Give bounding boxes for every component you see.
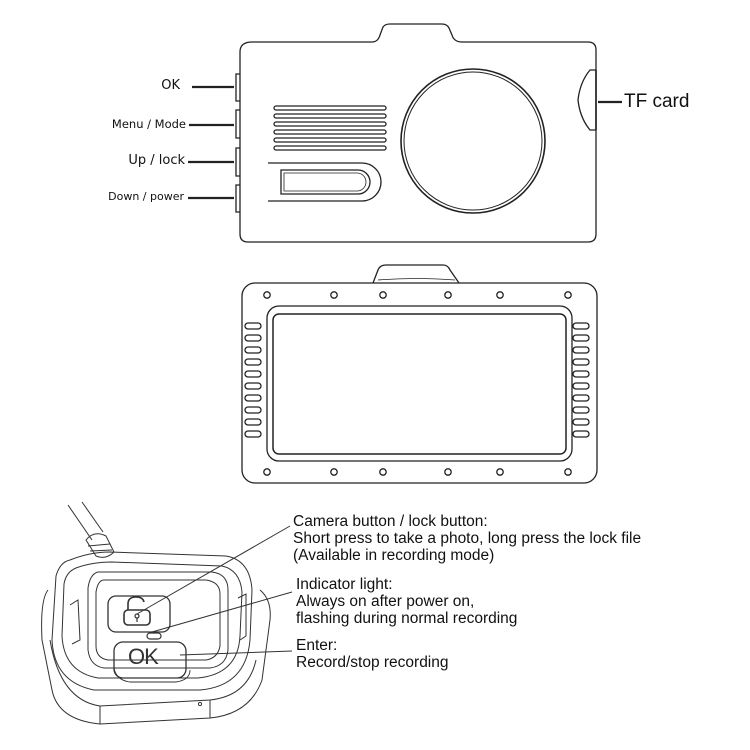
remote-drawing [41,501,293,725]
label-ok-button: OK [161,78,180,93]
annotation-line: (Available in recording mode) [293,547,495,564]
remote-ok-key: OK [128,644,159,669]
label-menu-mode-button: Menu / Mode [111,117,186,131]
annotation-line: flashing during normal recording [296,610,518,627]
annotation-line: Always on after power on, [296,593,475,610]
padlock-icon [127,596,145,610]
label-down-power-button: Down / power [108,190,184,203]
annotation-line: Record/stop recording [296,654,449,671]
annotation-title: Enter: [296,637,338,654]
annotation-title: Indicator light: [296,576,393,593]
annotation-camera-lock-button: Camera button / lock button: Short press… [293,513,641,564]
annotation-line: Short press to take a photo, long press … [293,530,642,547]
label-tf-card-slot: TF card [624,91,690,112]
annotation-title: Camera button / lock button: [293,513,488,530]
annotation-indicator-light: Indicator light: Always on after power o… [296,576,517,627]
label-up-lock-button: Up / lock [128,153,185,168]
annotation-enter-button: Enter: Record/stop recording [296,637,449,671]
camera-rear-drawing [241,264,598,484]
